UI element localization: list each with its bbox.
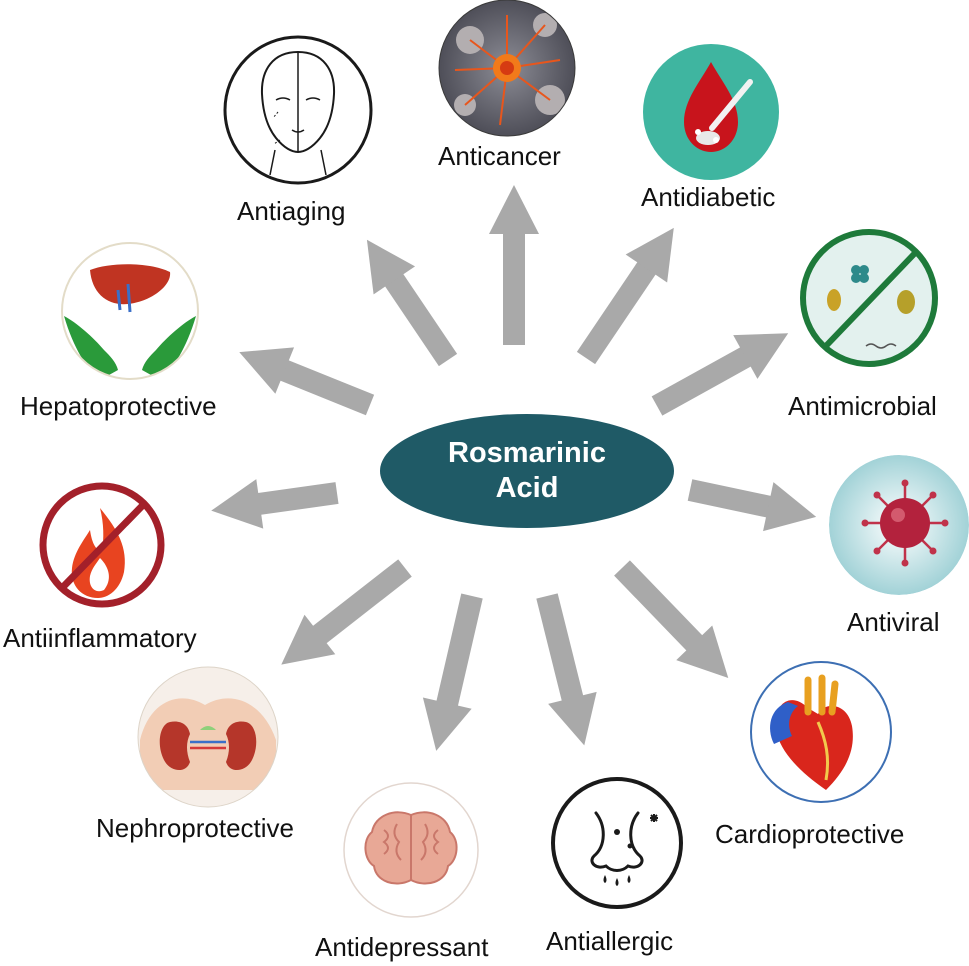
label-cardioprotective: Cardioprotective xyxy=(715,819,905,849)
brain-icon xyxy=(343,782,479,918)
face-icon xyxy=(223,35,373,185)
arrow-antiviral xyxy=(687,479,817,532)
label-antiaging: Antiaging xyxy=(237,196,346,226)
nose-allergy-icon xyxy=(551,777,683,909)
cancer-cell-icon xyxy=(439,0,575,136)
label-antidiabetic: Antidiabetic xyxy=(641,182,776,212)
arrow-antidepressant xyxy=(422,593,483,751)
center-title-line2: Acid xyxy=(495,472,559,504)
arrow-nephroprotective xyxy=(281,559,412,665)
label-antidepressant: Antidepressant xyxy=(315,932,489,962)
liver-hands-icon xyxy=(62,243,198,379)
label-antiinflammatory: Antiinflammatory xyxy=(3,623,197,653)
kidney-hands-icon xyxy=(138,667,278,807)
label-antiallergic: Antiallergic xyxy=(546,926,674,956)
center-node: Rosmarinic Acid xyxy=(380,414,674,528)
arrow-hepatoprotective xyxy=(239,347,375,416)
blood-drop-spoon-icon xyxy=(643,44,779,180)
label-antimicrobial: Antimicrobial xyxy=(788,391,937,421)
center-title-line1: Rosmarinic xyxy=(448,436,606,469)
arrow-cardioprotective xyxy=(614,560,729,679)
label-antiviral: Antiviral xyxy=(847,607,940,637)
heart-icon xyxy=(750,661,892,803)
virus-icon xyxy=(829,455,969,595)
no-microbe-icon xyxy=(800,229,938,367)
arrow-antimicrobial xyxy=(651,333,789,416)
arrow-antiinflammatory xyxy=(211,479,339,529)
arrow-anticancer xyxy=(489,185,539,345)
label-hepatoprotective: Hepatoprotective xyxy=(20,391,217,421)
arrow-antidiabetic xyxy=(576,227,674,365)
arrow-antiallergic xyxy=(536,593,597,746)
no-fire-icon xyxy=(39,482,165,608)
arrows xyxy=(211,185,817,751)
arrow-antiaging xyxy=(366,239,458,367)
label-anticancer: Anticancer xyxy=(438,141,561,171)
label-nephroprotective: Nephroprotective xyxy=(96,813,294,843)
